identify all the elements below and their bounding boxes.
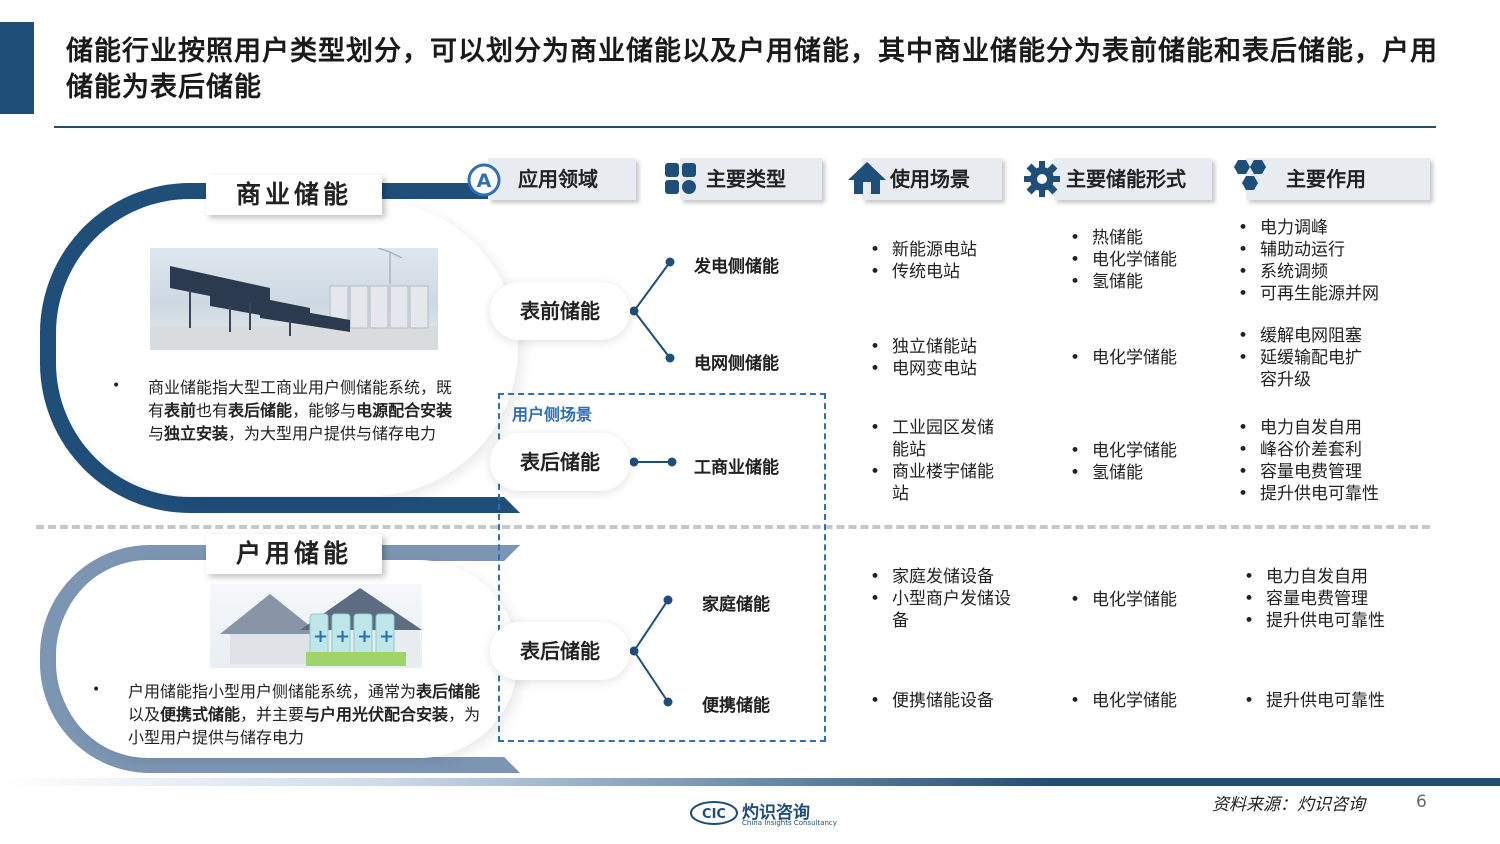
connector-lines [629,257,677,707]
header-label: 使用场景 [890,167,970,191]
source-note: 资料来源：灼识咨询 [1212,795,1365,815]
list-item: 系统调频 [1236,261,1426,283]
list-item: 电化学储能 [1068,440,1208,462]
roles-row-1: 电力调峰 辅助动运行 系统调频 可再生能源并网 [1236,217,1426,305]
list-item: 传统电站 [868,261,994,283]
type-portable: 便携储能 [702,696,770,716]
forms-row-4: 电化学储能 [1068,589,1208,611]
home-solar-battery-photo: + + + + [210,584,422,668]
list-item: 氢储能 [1068,271,1208,293]
svg-text:+: + [357,626,372,647]
svg-text:A: A [477,170,492,192]
list-item: 缓解电网阻塞 [1236,325,1376,347]
header-main-roles: 主要作用 [1246,158,1430,200]
household-storage-description: 户用储能指小型用户侧储能系统，通常为表后储能以及便携式储能，并主要与户用光伏配合… [128,682,481,747]
page-number: 6 [1416,792,1427,812]
scenes-row-5: 便携储能设备 [868,690,1028,712]
list-item: 小型商户发储设备 [868,588,1018,632]
behind-meter-node: 表后储能 [490,433,630,491]
scenes-row-1: 新能源电站 传统电站 [868,239,994,283]
list-item: 可再生能源并网 [1236,283,1426,305]
roles-row-5: 提升供电可靠性 [1242,690,1432,712]
header-storage-forms: 主要储能形式 [1054,158,1212,200]
forms-row-3: 电化学储能 氢储能 [1068,440,1208,484]
bullet-marker: • [92,682,101,698]
list-item: 峰谷价差套利 [1236,439,1426,461]
header-application-field: 应用领域 [488,158,636,200]
forms-row-1: 热储能 电化学储能 氢储能 [1068,227,1208,293]
company-logo-name: 灼识咨询 [742,803,810,823]
house-icon [846,160,888,200]
list-item: 热储能 [1068,227,1208,249]
title-divider [54,126,1436,128]
footer-band [0,778,1500,786]
list-item: 新能源电站 [868,239,994,261]
header-main-types: 主要类型 [680,158,822,200]
svg-text:+: + [379,626,394,647]
list-item: 提升供电可靠性 [1236,483,1426,505]
list-item: 延缓输配电扩容升级 [1236,347,1376,391]
scenes-row-2: 独立储能站 电网变电站 [868,336,994,380]
header-label: 主要类型 [706,167,786,191]
list-item: 便携储能设备 [868,690,1028,712]
bullet-marker: • [112,378,121,394]
roles-row-2: 缓解电网阻塞 延缓输配电扩容升级 [1236,325,1376,391]
list-item: 电网变电站 [868,358,994,380]
user-side-scenario-label: 用户侧场景 [512,405,593,424]
list-item: 电力调峰 [1236,217,1426,239]
type-commercial-industrial: 工商业储能 [694,458,779,478]
list-item: 商业楼宇储能站 [868,461,994,505]
behind-meter-node: 表后储能 [490,622,630,680]
user-side-scenario-box [498,393,826,742]
commercial-storage-label: 商业储能 [206,175,382,215]
page-title: 储能行业按照用户类型划分，可以划分为商业储能以及户用储能，其中商业储能分为表前储… [66,36,1438,103]
gear-icon [1022,159,1062,203]
roles-row-3: 电力自发自用 峰谷价差套利 容量电费管理 提升供电可靠性 [1236,417,1426,505]
hexagon-cluster-icon [1228,158,1270,202]
household-storage-label: 户用储能 [206,534,382,574]
front-of-meter-node: 表前储能 [490,282,630,340]
letter-a-circle-icon: A [464,160,504,204]
list-item: 提升供电可靠性 [1242,610,1432,632]
forms-row-5: 电化学储能 [1068,690,1208,712]
list-item: 电力自发自用 [1236,417,1426,439]
logo-mark-text: CIC [702,807,726,822]
list-item: 容量电费管理 [1236,461,1426,483]
roles-row-4: 电力自发自用 容量电费管理 提升供电可靠性 [1242,566,1432,632]
header-use-scenarios: 使用场景 [862,158,1002,200]
list-item: 容量电费管理 [1242,588,1432,610]
type-home: 家庭储能 [702,595,770,615]
svg-text:+: + [313,626,328,647]
cic-logo-mark: CIC [690,800,738,826]
list-item: 氢储能 [1068,462,1208,484]
list-item: 电力自发自用 [1242,566,1432,588]
title-accent-bar [0,22,34,114]
list-item: 辅助动运行 [1236,239,1426,261]
forms-row-2: 电化学储能 [1068,347,1208,369]
list-item: 独立储能站 [868,336,994,358]
solar-battery-station-photo [150,248,438,350]
list-item: 电化学储能 [1068,690,1208,712]
header-label: 应用领域 [518,167,598,191]
list-item: 电化学储能 [1068,249,1208,271]
company-logo-subtitle: China Insights Consultancy [742,819,837,827]
header-label: 主要作用 [1286,167,1366,191]
grid-blocks-icon [664,162,698,200]
type-grid-side: 电网侧储能 [694,354,779,374]
svg-text:+: + [335,626,350,647]
list-item: 电化学储能 [1068,347,1208,369]
list-item: 电化学储能 [1068,589,1208,611]
header-label: 主要储能形式 [1066,167,1186,191]
list-item: 家庭发储设备 [868,566,1018,588]
commercial-storage-description: 商业储能指大型工商业用户侧储能系统，既有表前也有表后储能，能够与电源配合安装与独… [148,378,453,443]
list-item: 提升供电可靠性 [1242,690,1432,712]
section-divider [36,525,1430,529]
type-generation-side: 发电侧储能 [694,257,779,277]
list-item: 工业园区发储能站 [868,417,994,461]
scenes-row-4: 家庭发储设备 小型商户发储设备 [868,566,1018,632]
scenes-row-3: 工业园区发储能站 商业楼宇储能站 [868,417,994,505]
